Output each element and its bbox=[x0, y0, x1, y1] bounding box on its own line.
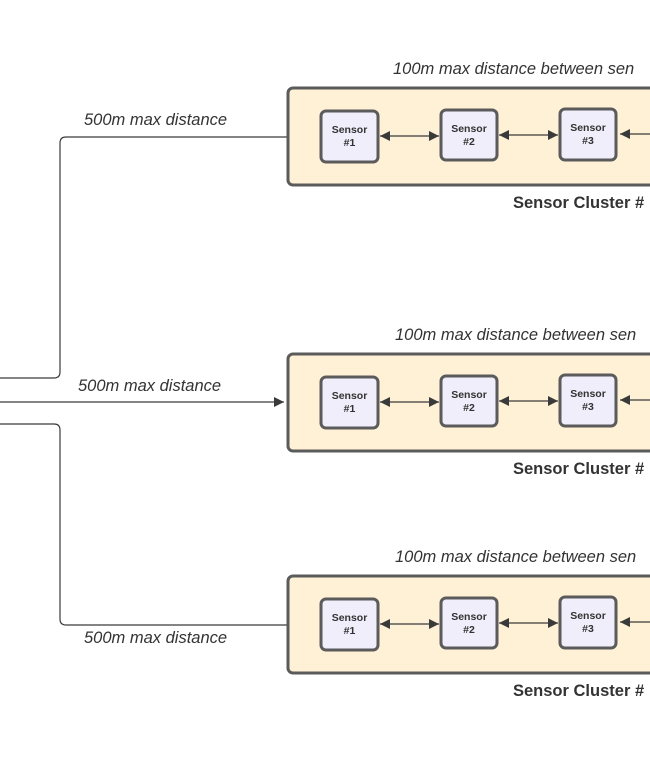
svg-text:Sensor: Sensor bbox=[451, 611, 487, 623]
sensor-node: Sensor #3 bbox=[558, 107, 618, 162]
sensor-node: Sensor #3 bbox=[558, 595, 618, 650]
sensor-cluster: 100m max distance between sen Sensor #1 … bbox=[286, 548, 650, 700]
svg-text:#2: #2 bbox=[463, 402, 475, 414]
svg-text:Sensor: Sensor bbox=[332, 612, 368, 624]
spacing-note: 100m max distance between sen bbox=[393, 60, 634, 78]
svg-text:#1: #1 bbox=[344, 403, 356, 415]
sensor-node: Sensor #1 bbox=[319, 109, 380, 164]
sensor-cluster: 100m max distance between sen Sensor #1 … bbox=[286, 326, 650, 478]
sensor-node: Sensor #2 bbox=[439, 374, 499, 428]
link-line-cluster-3 bbox=[0, 423, 318, 630]
sensor-node: Sensor #3 bbox=[558, 373, 618, 428]
svg-text:Sensor: Sensor bbox=[570, 388, 606, 400]
svg-text:#3: #3 bbox=[582, 401, 594, 413]
svg-text:#1: #1 bbox=[344, 137, 356, 149]
svg-text:#1: #1 bbox=[344, 625, 356, 637]
svg-text:Sensor: Sensor bbox=[332, 124, 368, 136]
cluster-label: Sensor Cluster # bbox=[513, 682, 644, 700]
spacing-note: 100m max distance between sen bbox=[395, 326, 636, 344]
link-distance-label: 500m max distance bbox=[78, 377, 221, 395]
sensor-node: Sensor #1 bbox=[319, 597, 380, 652]
sensor-node: Sensor #2 bbox=[439, 596, 499, 650]
svg-text:Sensor: Sensor bbox=[570, 610, 606, 622]
link-distance-label: 500m max distance bbox=[84, 629, 227, 647]
sensor-node: Sensor #2 bbox=[439, 108, 499, 162]
link-distance-label: 500m max distance bbox=[84, 111, 227, 129]
svg-text:#2: #2 bbox=[463, 624, 475, 636]
sensor-cluster: 100m max distance between sen Sensor #1 … bbox=[286, 60, 650, 212]
svg-text:#3: #3 bbox=[582, 623, 594, 635]
spacing-note: 100m max distance between sen bbox=[395, 548, 636, 566]
svg-text:Sensor: Sensor bbox=[570, 122, 606, 134]
svg-text:#2: #2 bbox=[463, 136, 475, 148]
cluster-label: Sensor Cluster # bbox=[513, 194, 644, 212]
svg-text:#3: #3 bbox=[582, 135, 594, 147]
svg-text:Sensor: Sensor bbox=[451, 123, 487, 135]
cluster-label: Sensor Cluster # bbox=[513, 460, 644, 478]
link-line-cluster-1 bbox=[0, 132, 318, 379]
sensor-node: Sensor #1 bbox=[319, 375, 380, 430]
svg-text:Sensor: Sensor bbox=[332, 390, 368, 402]
svg-text:Sensor: Sensor bbox=[451, 389, 487, 401]
